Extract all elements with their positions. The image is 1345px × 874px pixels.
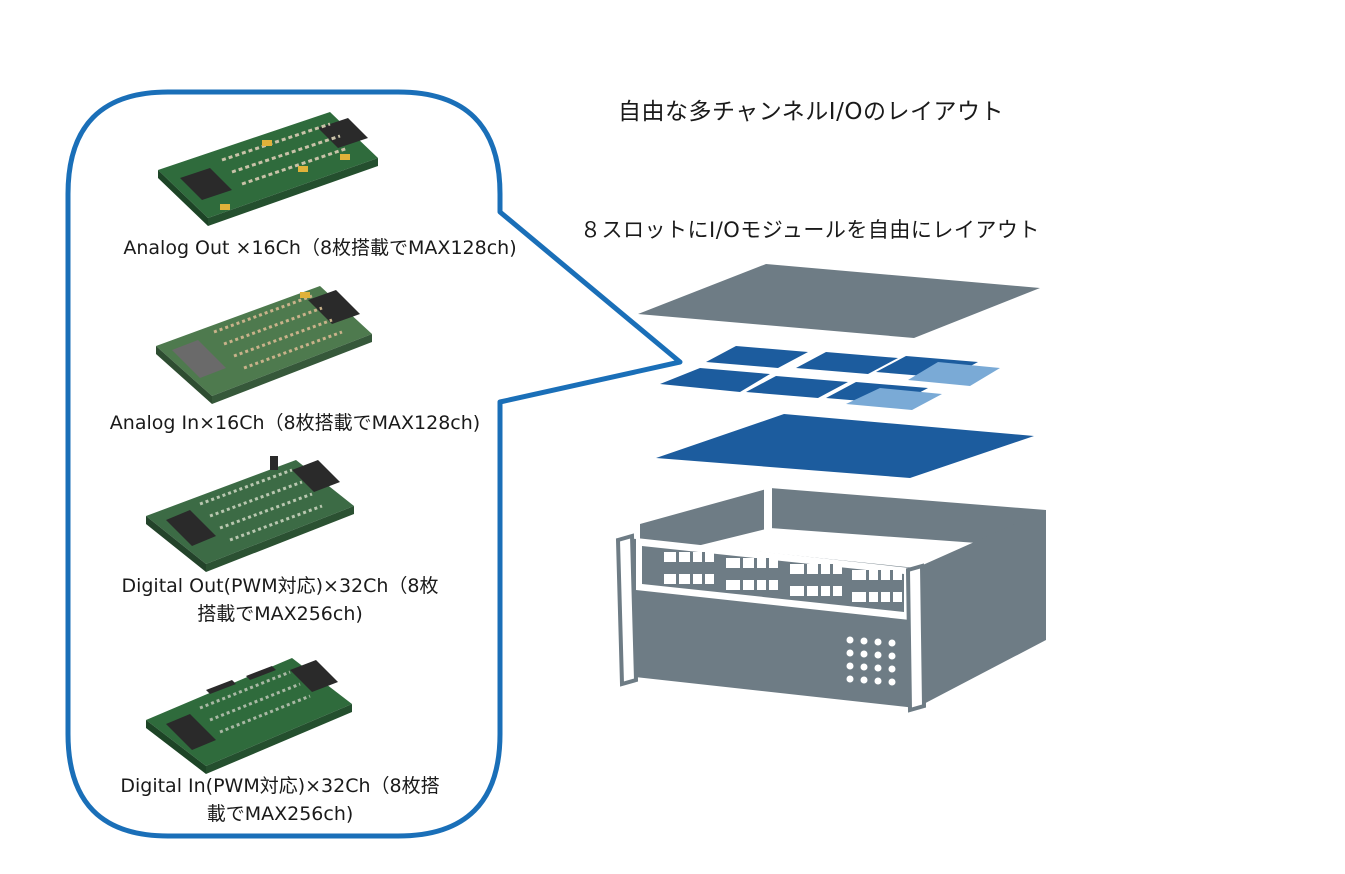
base-board bbox=[656, 414, 1034, 478]
callout-bubble bbox=[65, 89, 683, 839]
slot-empty bbox=[846, 388, 942, 410]
digital-in-board-image bbox=[146, 658, 352, 774]
analog-out-label: Analog Out ×16Ch（8枚搭載でMAX128ch) bbox=[80, 234, 560, 262]
digital-out-board-image bbox=[146, 456, 354, 572]
analog-in-board-image bbox=[156, 286, 372, 404]
diagram-title: 自由な多チャンネルI/Oのレイアウト bbox=[618, 99, 1004, 125]
slot-empty bbox=[908, 362, 1000, 386]
digital-out-label-line-1: Digital Out(PWM対応)×32Ch（8枚 bbox=[121, 575, 439, 597]
digital-out-label-line-2: 搭載でMAX256ch) bbox=[197, 603, 363, 625]
analog-in-label: Analog In×16Ch（8枚搭載でMAX128ch) bbox=[70, 409, 520, 437]
digital-in-label-line-2: 載でMAX256ch) bbox=[206, 803, 354, 825]
slot-filled bbox=[796, 352, 898, 374]
diagram-subtitle: ８スロットにI/Oモジュールを自由にレイアウト bbox=[580, 218, 1040, 242]
top-cover-plate bbox=[638, 264, 1040, 338]
digital-out-label: Digital Out(PWM対応)×32Ch（8枚 搭載でMAX256ch) bbox=[80, 572, 480, 628]
io-slot-grid bbox=[660, 346, 1000, 410]
slot-filled bbox=[746, 376, 848, 398]
slot-filled bbox=[660, 368, 770, 392]
analog-out-board-image bbox=[158, 112, 378, 226]
digital-in-label-line-1: Digital In(PWM対応)×32Ch（8枚搭 bbox=[120, 775, 440, 797]
slot-filled bbox=[706, 346, 808, 368]
chassis bbox=[615, 486, 1046, 713]
analog-out-label-line: Analog Out ×16Ch（8枚搭載でMAX128ch) bbox=[123, 237, 517, 259]
analog-in-label-line: Analog In×16Ch（8枚搭載でMAX128ch) bbox=[109, 412, 481, 434]
digital-in-label: Digital In(PWM対応)×32Ch（8枚搭 載でMAX256ch) bbox=[80, 772, 480, 828]
